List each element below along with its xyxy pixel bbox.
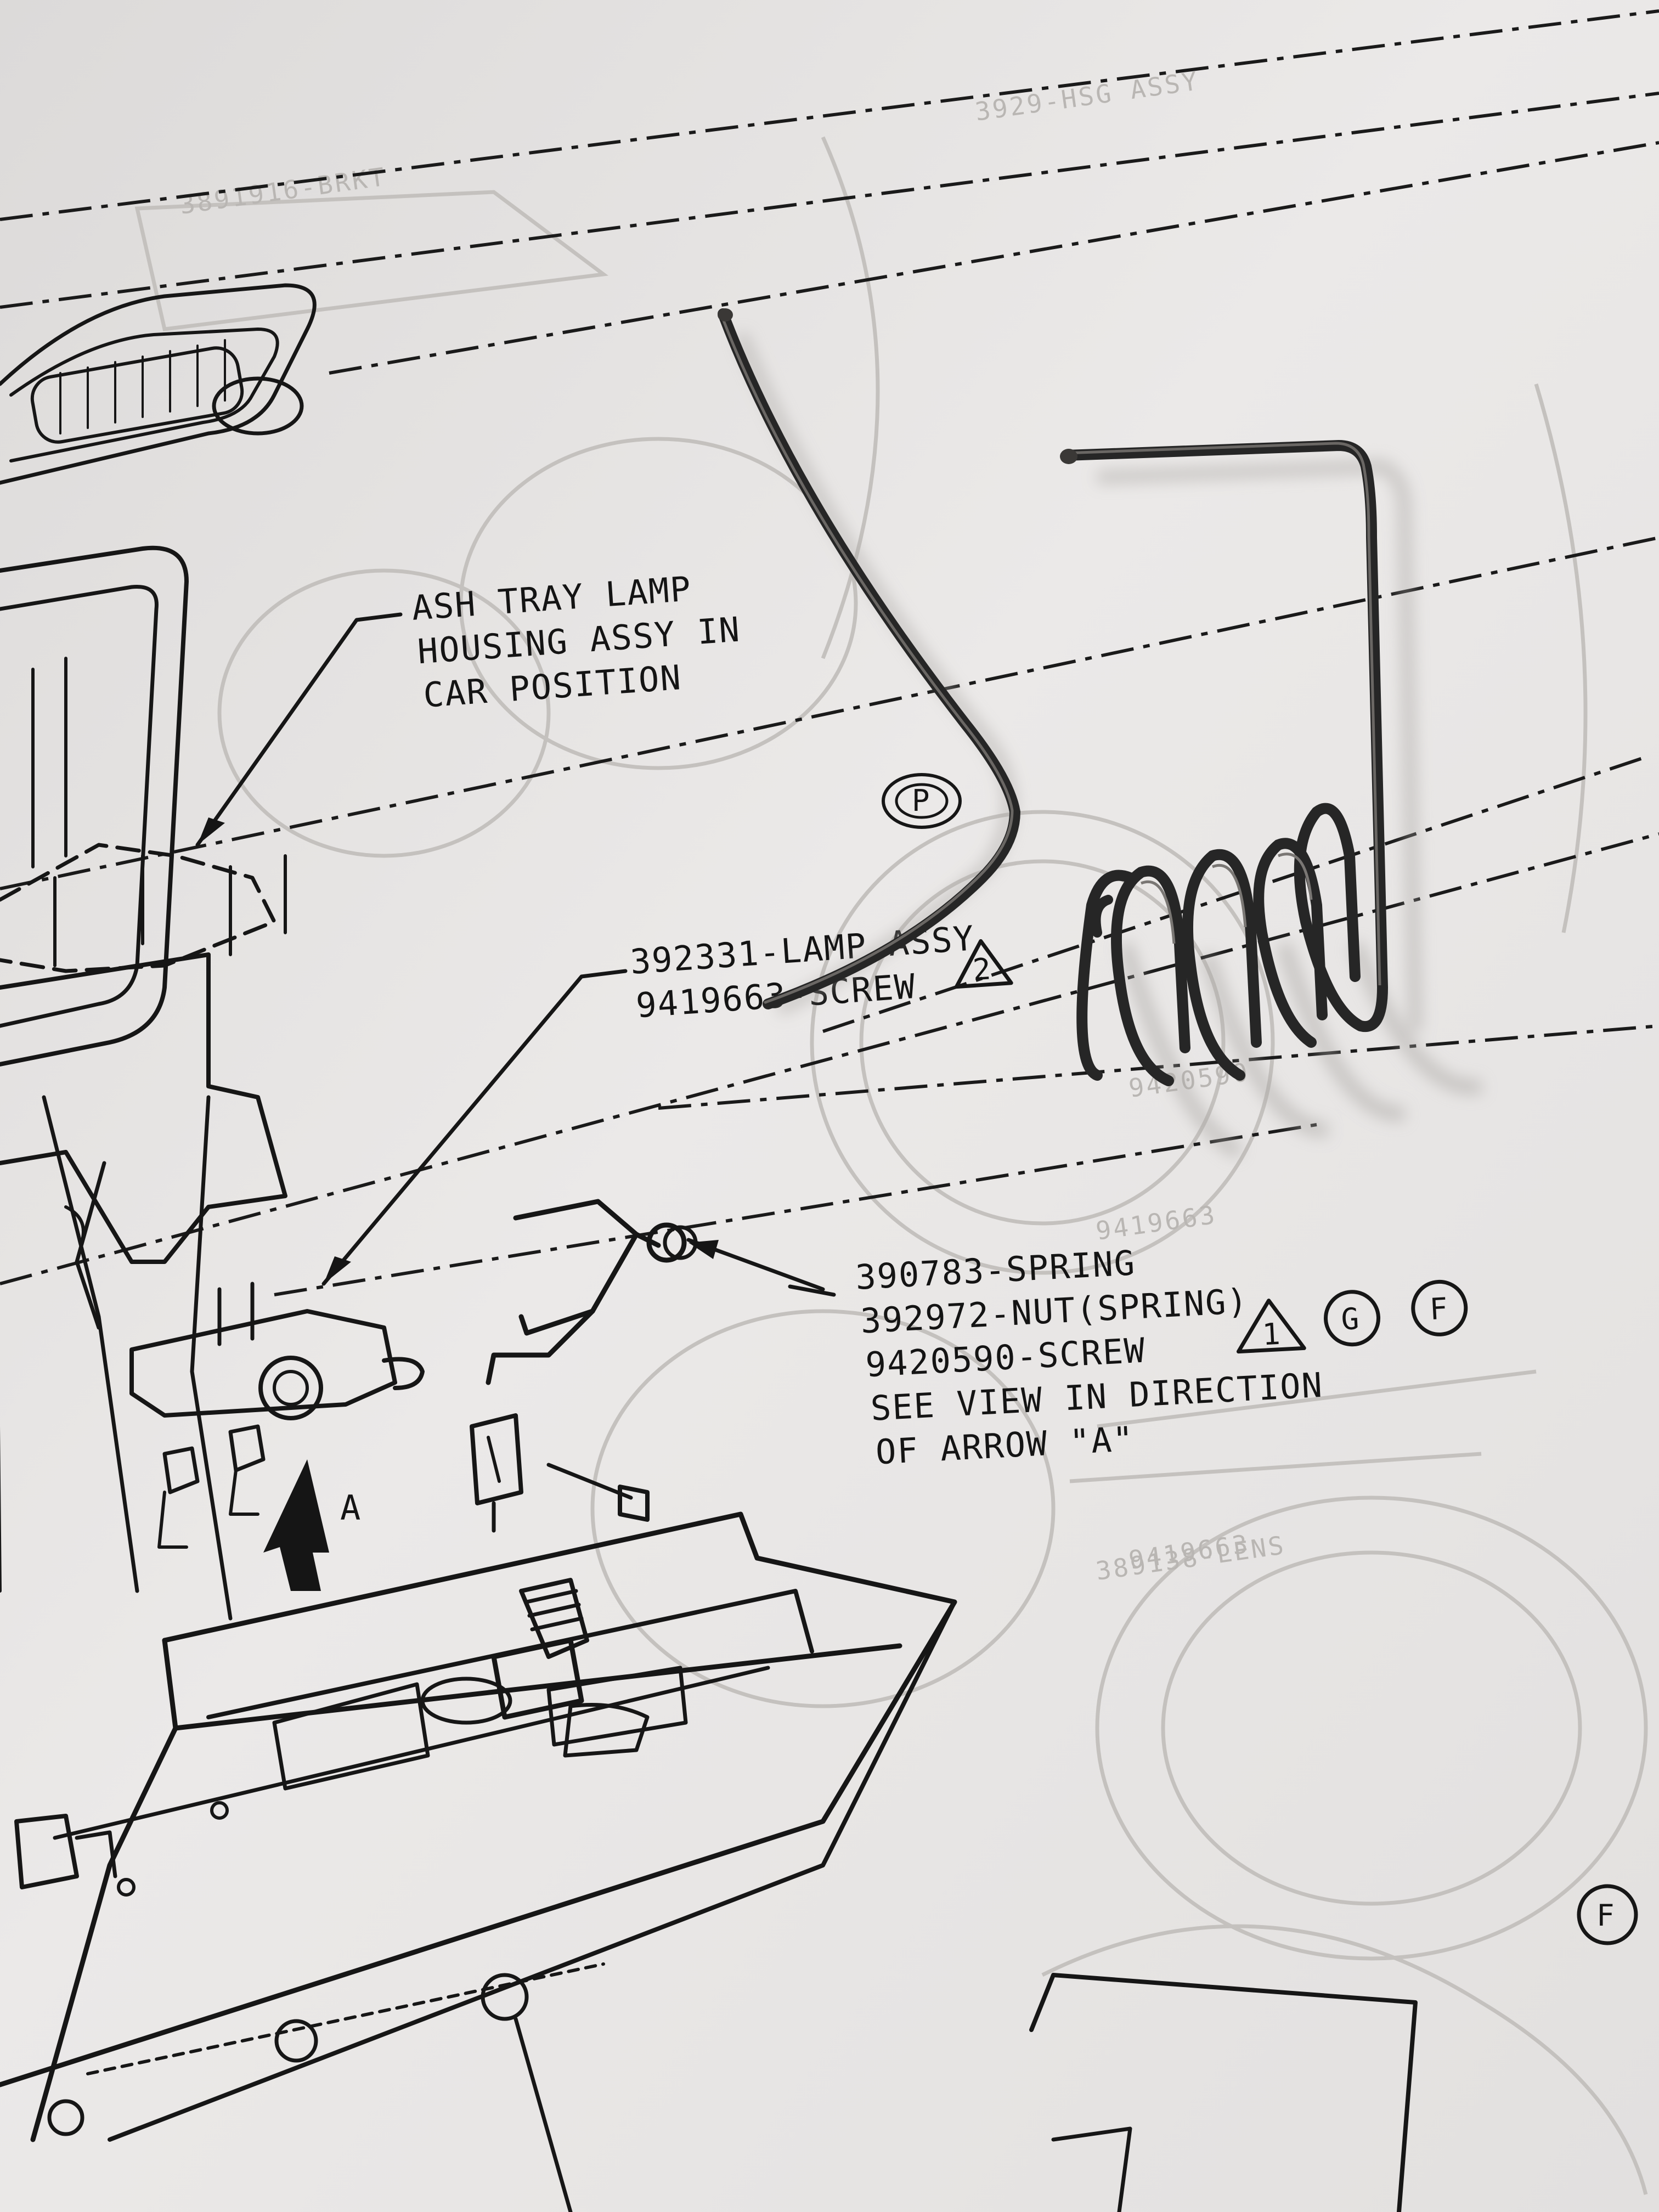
svg-text:P: P bbox=[912, 783, 930, 818]
svg-text:1: 1 bbox=[1261, 1317, 1281, 1352]
bent-wire-spring bbox=[718, 308, 1021, 1009]
triangle-2-badge: 2 bbox=[954, 939, 1013, 989]
lower-bracket-drawing bbox=[1029, 1973, 1418, 2212]
arrow-a-icon bbox=[263, 1459, 329, 1591]
printed-spring-drawing bbox=[470, 1199, 825, 1533]
ash-tray-leader-arrow bbox=[198, 817, 225, 845]
screw-pair bbox=[157, 1424, 266, 1549]
spring-leader-arrow bbox=[689, 1240, 719, 1259]
circle-p-badge: P bbox=[882, 773, 962, 829]
svg-text:G: G bbox=[1340, 1301, 1360, 1337]
vent-assembly-drawing bbox=[0, 283, 317, 485]
circle-f-lower-badge: F bbox=[1577, 1884, 1638, 1945]
circle-f-badge: F bbox=[1411, 1279, 1468, 1336]
coil-wire-spring bbox=[1060, 439, 1389, 1086]
lamp-leader-arrow bbox=[324, 1256, 351, 1284]
ash-tray-housing-drawing: A bbox=[0, 545, 425, 1621]
circle-g-badge: G bbox=[1324, 1290, 1381, 1347]
callout-leader-lines bbox=[195, 612, 836, 1297]
svg-text:2: 2 bbox=[972, 951, 992, 987]
svg-text:F: F bbox=[1596, 1898, 1615, 1933]
arrow-a-label: A bbox=[340, 1488, 362, 1528]
svg-text:F: F bbox=[1429, 1291, 1448, 1327]
ash-tray-drawer-drawing bbox=[0, 1511, 957, 2212]
triangle-1-badge: 1 bbox=[1236, 1299, 1306, 1354]
